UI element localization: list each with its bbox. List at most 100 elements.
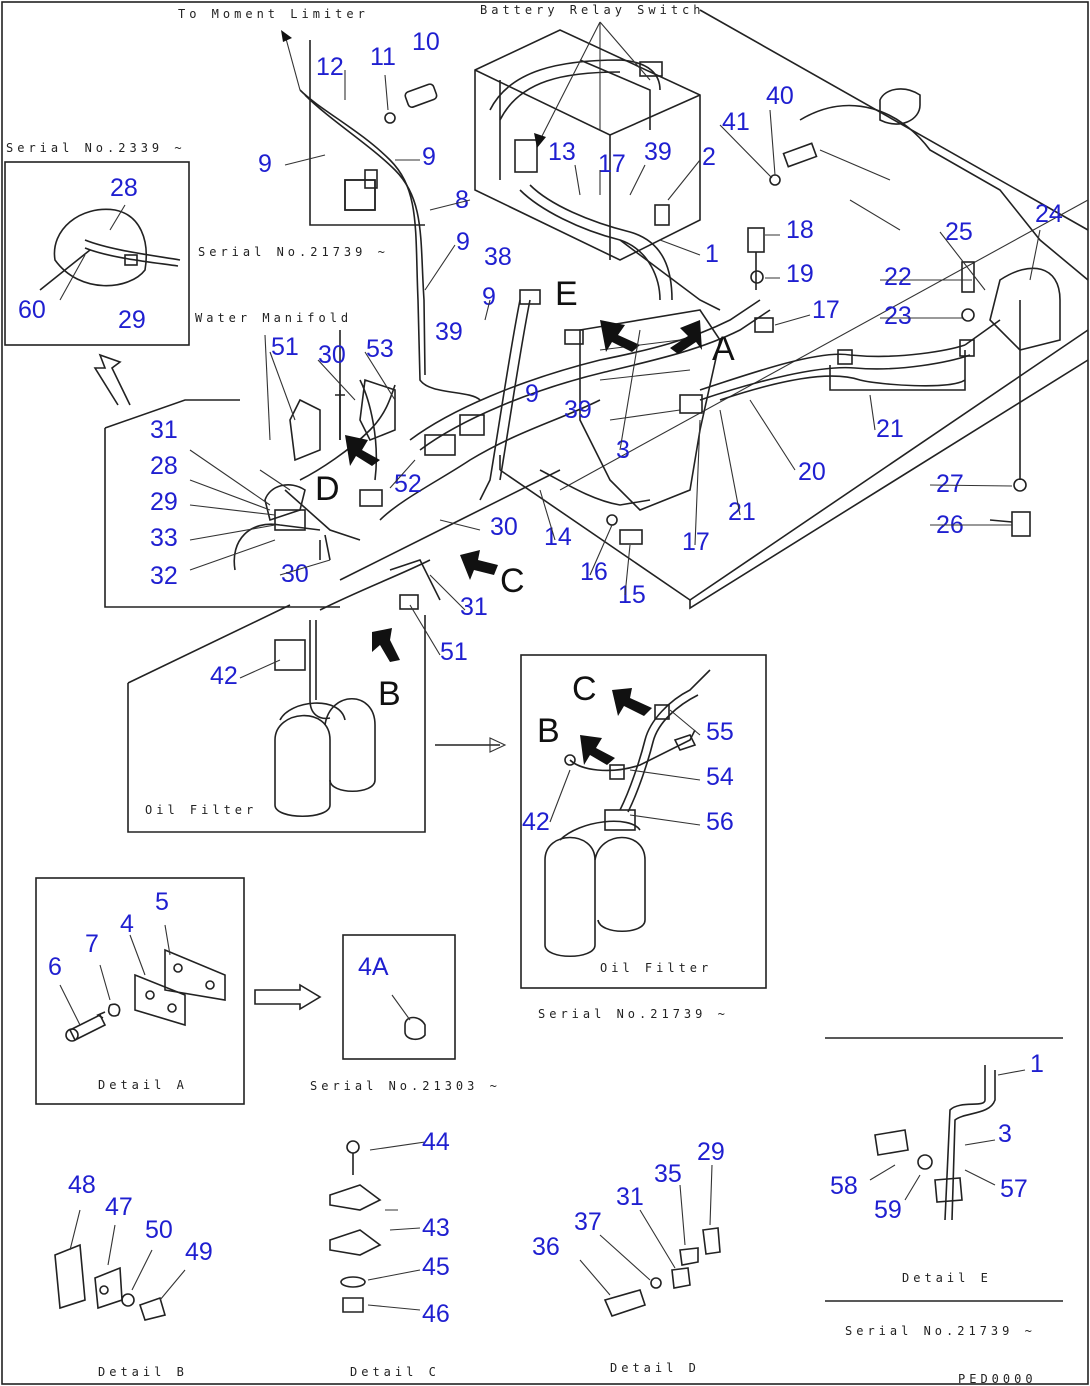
part-label-46: 46 [422, 1300, 450, 1328]
part-label-54: 54 [706, 763, 734, 791]
part-label-58: 58 [830, 1172, 858, 1200]
view-arrow-c [460, 550, 498, 580]
part-label-39a: 39 [644, 138, 672, 166]
detail-a [35, 877, 322, 1105]
part-label-31-detail-d: 31 [616, 1183, 644, 1211]
inset-serial-21303 [342, 934, 456, 1060]
part-label-12: 12 [316, 53, 344, 81]
part-label-21a: 21 [876, 415, 904, 443]
part-label-30c: 30 [281, 560, 309, 588]
part-label-39b: 39 [435, 318, 463, 346]
view-letter-c: C [500, 562, 525, 600]
view-letter-d: D [315, 470, 340, 508]
part-label-38: 38 [484, 243, 512, 271]
harness-main-routing [284, 59, 1001, 720]
label-leaders [239, 70, 1041, 826]
part-label-50: 50 [145, 1216, 173, 1244]
part-label-24: 24 [1035, 200, 1063, 228]
part-label-42: 42 [210, 662, 238, 690]
view-arrow-a2 [670, 320, 702, 354]
part-label-19: 19 [786, 260, 814, 288]
part-label-3-detail-e: 3 [998, 1120, 1012, 1148]
view-arrow-a1 [600, 320, 640, 352]
part-label-35: 35 [654, 1160, 682, 1188]
part-label-43: 43 [422, 1214, 450, 1242]
part-label-20: 20 [798, 458, 826, 486]
caption-detail-c: Detail C [350, 1365, 440, 1379]
part-label-3: 3 [616, 436, 630, 464]
part-label-16: 16 [580, 558, 608, 586]
part-label-31b: 31 [460, 593, 488, 621]
part-label-8: 8 [455, 186, 469, 214]
machine-frame-outline [474, 9, 1089, 610]
part-label-30b: 30 [490, 513, 518, 541]
part-label-6: 6 [48, 953, 62, 981]
part-label-42-inset: 42 [522, 808, 550, 836]
part-label-9c: 9 [456, 228, 470, 256]
caption-serial-21739-top: Serial No.21739 ~ [198, 245, 389, 259]
view-letter-b: B [378, 675, 401, 713]
part-label-25: 25 [945, 218, 973, 246]
caption-detail-a: Detail A [98, 1078, 188, 1092]
part-label-49: 49 [185, 1238, 213, 1266]
part-label-1: 1 [705, 240, 719, 268]
view-arrow-b-inset [580, 735, 615, 765]
part-label-4a: 4A [358, 953, 389, 981]
part-label-51a: 51 [271, 333, 299, 361]
part-label-14: 14 [544, 523, 572, 551]
view-arrow-c-inset [612, 688, 652, 716]
caption-serial-21739-inset: Serial No.21739 ~ [538, 1007, 729, 1021]
oil-filter-main-region [127, 604, 507, 833]
caption-battery-relay-switch: Battery Relay Switch [480, 3, 705, 17]
part-label-56: 56 [706, 808, 734, 836]
part-label-47: 47 [105, 1193, 133, 1221]
part-label-10: 10 [412, 28, 440, 56]
part-label-28: 28 [150, 452, 178, 480]
part-label-1-detail-e: 1 [1030, 1050, 1044, 1078]
caption-to-moment-limiter: To Moment Limiter [178, 7, 369, 21]
part-label-60: 60 [18, 296, 46, 324]
part-label-4: 4 [120, 910, 134, 938]
part-label-18: 18 [786, 216, 814, 244]
part-label-59: 59 [874, 1196, 902, 1224]
part-label-48: 48 [68, 1171, 96, 1199]
part-label-23: 23 [884, 302, 912, 330]
part-label-29-detail-d: 29 [697, 1138, 725, 1166]
caption-serial-21739-e: Serial No.21739 ~ [845, 1324, 1036, 1338]
caption-serial-21303: Serial No.21303 ~ [310, 1079, 501, 1093]
part-label-13: 13 [548, 138, 576, 166]
view-letter-b-inset: B [537, 712, 560, 750]
caption-leaders [259, 21, 651, 491]
part-label-21b: 21 [728, 498, 756, 526]
part-label-40: 40 [766, 82, 794, 110]
part-label-15: 15 [618, 581, 646, 609]
part-label-36: 36 [532, 1233, 560, 1261]
part-label-52: 52 [394, 470, 422, 498]
part-label-29: 29 [150, 488, 178, 516]
part-label-9a: 9 [258, 150, 272, 178]
view-arrow-d [345, 435, 380, 466]
part-number-labels: 1 1 2 3 3 4 4A 5 6 7 8 9 9 9 9 9 10 11 1… [18, 28, 1063, 1328]
part-label-39c: 39 [564, 396, 592, 424]
part-label-44: 44 [422, 1128, 450, 1156]
part-label-17a: 17 [598, 150, 626, 178]
detail-c [329, 1140, 426, 1313]
part-label-29-inset: 29 [118, 306, 146, 334]
inset-serial-21739-top [309, 40, 425, 226]
part-label-31a: 31 [150, 416, 178, 444]
part-label-57: 57 [1000, 1175, 1028, 1203]
part-label-9e: 9 [525, 380, 539, 408]
detail-d-region [104, 378, 396, 608]
detail-e [825, 1037, 1063, 1302]
part-label-32: 32 [150, 562, 178, 590]
view-letter-a: A [712, 330, 735, 368]
caption-detail-e: Detail E [902, 1271, 992, 1285]
caption-detail-b: Detail B [98, 1365, 188, 1379]
inset-oil-filter-serial-21739 [520, 654, 767, 989]
part-label-9b: 9 [422, 143, 436, 171]
caption-drawing-code: PED0000 [958, 1372, 1037, 1386]
part-label-2: 2 [702, 143, 716, 171]
caption-detail-d: Detail D [610, 1361, 700, 1375]
view-letter-e: E [555, 275, 578, 313]
